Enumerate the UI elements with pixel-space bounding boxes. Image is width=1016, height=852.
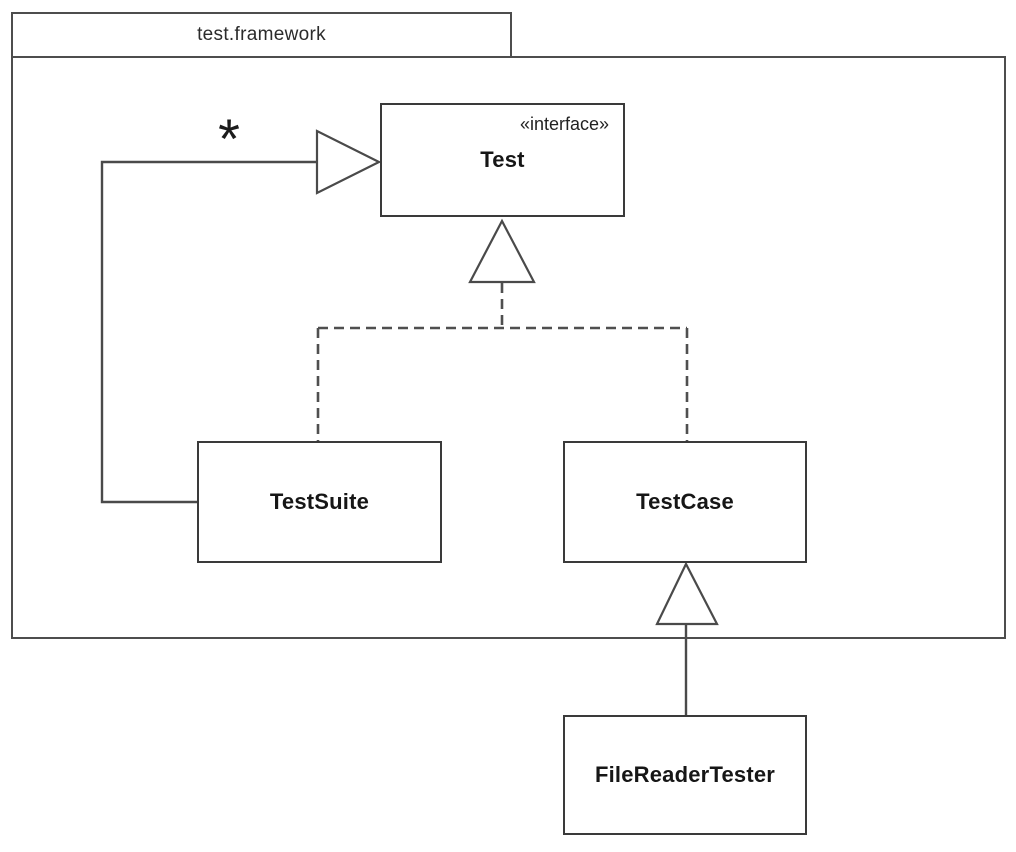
package-tab: test.framework (11, 12, 512, 58)
class-box-filereadertester: FileReaderTester (563, 715, 807, 835)
package-name-label: test.framework (197, 24, 326, 45)
class-box-testsuite: TestSuite (197, 441, 442, 563)
package-body (11, 56, 1006, 639)
class-name-testsuite: TestSuite (269, 489, 370, 514)
class-name-testcase: TestCase (636, 489, 734, 514)
class-box-test: «interface» Test (380, 103, 625, 217)
stereotype-label: «interface» (519, 114, 609, 134)
class-name-test: Test (480, 147, 525, 172)
class-name-filereadertester: FileReaderTester (594, 762, 776, 787)
class-box-testcase: TestCase (563, 441, 807, 563)
